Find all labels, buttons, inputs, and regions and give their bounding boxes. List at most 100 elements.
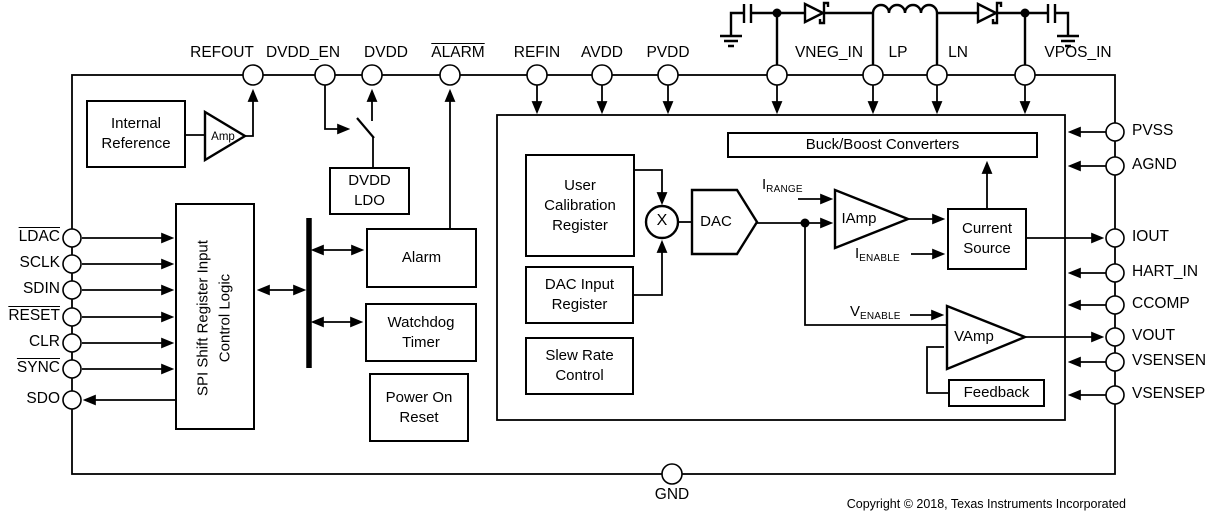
pin-label-iout: IOUT <box>1132 228 1170 245</box>
multiplier-label: X <box>656 212 668 229</box>
pin-gnd <box>661 463 683 485</box>
block-slew-rate-label: Slew Rate Control <box>545 347 614 384</box>
block-user-calibration-register: User Calibration Register <box>525 154 635 257</box>
pin-avdd <box>591 64 613 86</box>
pin-label-vsensep: VSENSEP <box>1132 385 1206 402</box>
block-watchdog-timer: Watchdog Timer <box>365 303 477 362</box>
wire-feedback-loop <box>926 346 948 394</box>
pin-label-sync: SYNC <box>16 359 60 376</box>
pin-ldac <box>62 228 82 248</box>
ground-symbol-left <box>720 34 742 48</box>
pin-label-refin: REFIN <box>513 44 561 61</box>
pin-label-ln: LN <box>948 44 968 61</box>
pin-iout <box>1105 228 1125 248</box>
block-watchdog-label: Watchdog Timer <box>387 313 455 351</box>
pin-label-dvdd: DVDD <box>364 44 408 61</box>
block-dvdd-ldo: DVDD LDO <box>329 167 410 215</box>
pin-sclk <box>62 254 82 274</box>
pin-label-dvdd-en: DVDD_EN <box>265 44 341 61</box>
pin-pvss <box>1105 122 1125 142</box>
junction-dot-dac-out <box>800 218 810 228</box>
pin-pvdd <box>657 64 679 86</box>
pin-sync <box>62 359 82 379</box>
pin-dvdd <box>361 64 383 86</box>
pin-label-sdo: SDO <box>26 390 60 407</box>
signal-label-ienable: IENABLE <box>855 245 900 264</box>
multiplier-circle <box>644 204 680 240</box>
block-current-source-label: Current Source <box>961 220 1013 257</box>
pin-dvdd-en <box>314 64 336 86</box>
pin-label-agnd: AGND <box>1132 156 1177 173</box>
block-buck-boost-label: Buck/Boost Converters <box>805 136 960 153</box>
analog-section-outline <box>496 114 1066 421</box>
pin-label-vneg-in: VNEG_IN <box>794 44 864 61</box>
ienable-base: I <box>855 245 860 262</box>
block-buck-boost-converters: Buck/Boost Converters <box>727 132 1038 158</box>
wire-dac-to-vamp <box>804 223 946 326</box>
junction-dot-vneg <box>772 8 782 18</box>
block-power-on-reset: Power On Reset <box>369 373 469 442</box>
wire-usercal-to-multiplier <box>635 169 668 206</box>
block-user-calibration-label: User Calibration Register <box>544 176 616 234</box>
block-alarm-label: Alarm <box>401 249 442 266</box>
diode-right <box>976 2 999 24</box>
amp-triangle <box>203 109 248 163</box>
irange-sub: RANGE <box>766 184 803 195</box>
pin-label-clr: CLR <box>28 333 60 350</box>
dac-label: DAC <box>700 213 732 230</box>
venable-sub: ENABLE <box>860 311 901 322</box>
block-alarm: Alarm <box>366 228 477 288</box>
pin-label-vpos-in: VPOS_IN <box>1044 44 1112 61</box>
pin-alarm <box>439 64 461 86</box>
pin-ccomp <box>1105 295 1125 315</box>
pin-label-ccomp: CCOMP <box>1132 295 1190 312</box>
spi-label-line1: SPI Shift Register Input <box>194 240 212 396</box>
iamp-triangle <box>833 188 912 250</box>
pin-lp <box>862 64 884 86</box>
pin-vsensen <box>1105 352 1125 372</box>
vamp-triangle <box>945 304 1029 371</box>
block-current-source: Current Source <box>947 208 1027 270</box>
pin-refin <box>526 64 548 86</box>
block-feedback-label: Feedback <box>963 384 1030 401</box>
pin-label-hart-in: HART_IN <box>1132 263 1199 280</box>
pin-label-vout: VOUT <box>1132 327 1176 344</box>
pin-label-pvss: PVSS <box>1132 122 1174 139</box>
block-slew-rate-control: Slew Rate Control <box>525 337 634 395</box>
pin-label-alarm: ALARM <box>431 44 485 61</box>
dac-pentagon <box>690 188 759 256</box>
wire-amp-to-refout <box>245 88 259 137</box>
pin-label-refout: REFOUT <box>190 44 254 61</box>
block-spi-shift-register: SPI Shift Register Input Control Logic <box>175 203 255 430</box>
wire-cap-left-to-ground <box>729 11 744 36</box>
block-internal-reference-label: Internal Reference <box>101 115 171 152</box>
pin-label-reset: RESET <box>8 307 60 324</box>
capacitor-right <box>1046 4 1057 23</box>
block-spi-label: SPI Shift Register Input Control Logic <box>193 205 239 432</box>
pin-sdin <box>62 280 82 300</box>
venable-base: V <box>850 303 861 320</box>
block-dac-input-register: DAC Input Register <box>525 266 634 324</box>
pin-label-vsensen: VSENSEN <box>1132 352 1207 369</box>
diode-left <box>803 2 826 24</box>
pin-vneg-in <box>766 64 788 86</box>
pin-vsensep <box>1105 385 1125 405</box>
pin-label-avdd: AVDD <box>581 44 623 61</box>
pin-hart-in <box>1105 263 1125 283</box>
wire-cap-right-to-ground <box>1055 11 1070 36</box>
vamp-label: VAmp <box>954 328 994 345</box>
block-dac-input-label: DAC Input Register <box>544 276 615 313</box>
ienable-sub: ENABLE <box>859 253 900 264</box>
block-feedback: Feedback <box>948 379 1045 407</box>
inductor <box>871 3 939 14</box>
pin-vpos-in <box>1014 64 1036 86</box>
signal-label-venable: VENABLE <box>850 303 901 322</box>
pin-vout <box>1105 327 1125 347</box>
copyright-text: Copyright © 2018, Texas Instruments Inco… <box>846 497 1126 511</box>
pin-reset <box>62 307 82 327</box>
pin-refout <box>242 64 264 86</box>
block-internal-reference: Internal Reference <box>86 100 186 168</box>
pin-label-lp: LP <box>888 44 908 61</box>
